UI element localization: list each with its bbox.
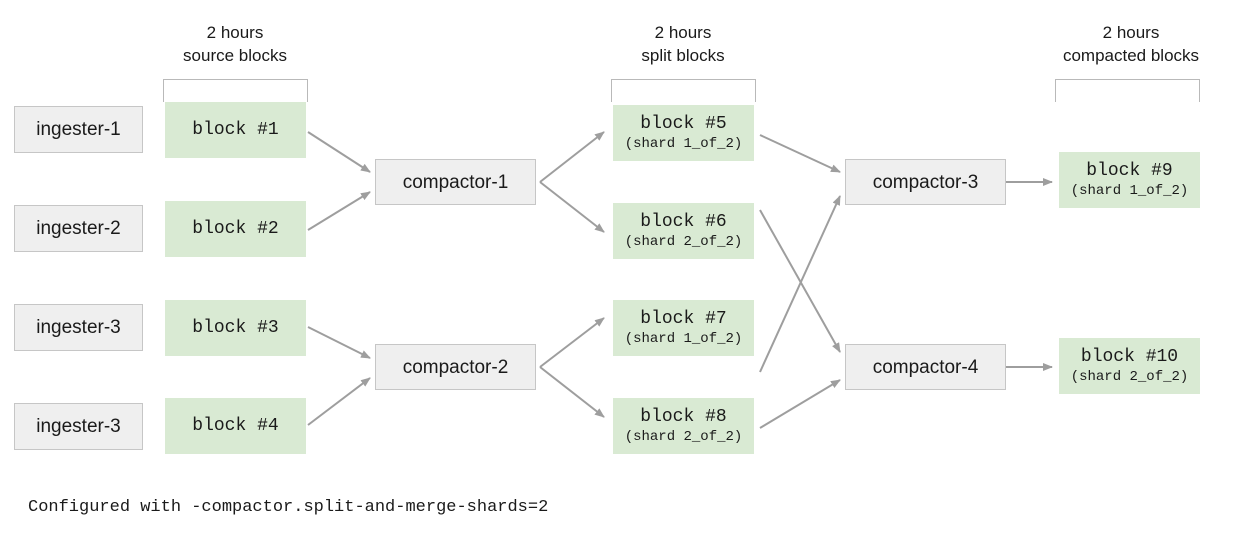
ingester-1-label: ingester-1: [36, 119, 121, 140]
block-5-node[interactable]: block #5 (shard 1_of_2): [613, 105, 754, 161]
diagram-caption: Configured with -compactor.split-and-mer…: [28, 498, 549, 517]
compactor-2-label: compactor-2: [402, 356, 509, 378]
edge-block1-compactor1: [307, 131, 371, 173]
edge-block2-compactor1: [307, 191, 371, 231]
block-6-title: block #6: [640, 212, 727, 233]
ingester-1-node[interactable]: ingester-1: [14, 106, 143, 153]
column-header-source-line1: 2 hours: [206, 23, 264, 42]
block-7-node[interactable]: block #7 (shard 1_of_2): [613, 300, 754, 356]
edge-block3-compactor2: [307, 326, 371, 359]
edge-compactor1-block6: [539, 181, 605, 233]
edge-block4-compactor2: [307, 377, 371, 426]
block-10-title: block #10: [1080, 347, 1179, 368]
block-3-title: block #3: [192, 317, 279, 338]
block-9-shard: (shard 1_of_2): [1070, 182, 1189, 199]
block-3-node[interactable]: block #3: [165, 300, 306, 356]
column-header-split-line2: split blocks: [641, 45, 725, 65]
compactor-3-label: compactor-3: [872, 171, 979, 193]
bracket-source-blocks: [163, 79, 308, 102]
block-9-title: block #9: [1086, 161, 1173, 182]
compactor-1-label: compactor-1: [402, 171, 509, 193]
column-header-source: 2 hours source blocks: [163, 22, 307, 68]
block-7-title: block #7: [640, 309, 727, 330]
edge-block6-compactor4: [759, 209, 841, 353]
block-8-title: block #8: [640, 407, 727, 428]
block-5-shard: (shard 1_of_2): [624, 135, 743, 152]
block-6-shard: (shard 2_of_2): [624, 233, 743, 250]
block-7-shard: (shard 1_of_2): [624, 330, 743, 347]
block-4-node[interactable]: block #4: [165, 398, 306, 454]
edge-block8-compactor4: [759, 379, 841, 429]
block-8-node[interactable]: block #8 (shard 2_of_2): [613, 398, 754, 454]
block-6-node[interactable]: block #6 (shard 2_of_2): [613, 203, 754, 259]
block-1-title: block #1: [192, 119, 279, 140]
edge-compactor2-block7: [539, 317, 605, 368]
block-10-node[interactable]: block #10 (shard 2_of_2): [1059, 338, 1200, 394]
bracket-split-blocks: [611, 79, 756, 102]
bracket-compacted-blocks: [1055, 79, 1200, 102]
ingester-3a-node[interactable]: ingester-3: [14, 304, 143, 351]
compactor-1-node[interactable]: compactor-1: [375, 159, 536, 205]
ingester-2-node[interactable]: ingester-2: [14, 205, 143, 252]
block-8-shard: (shard 2_of_2): [624, 428, 743, 445]
compactor-2-node[interactable]: compactor-2: [375, 344, 536, 390]
ingester-3b-label: ingester-3: [36, 416, 121, 437]
column-header-compacted-line1: 2 hours: [1102, 23, 1160, 42]
block-2-title: block #2: [192, 218, 279, 239]
column-header-split: 2 hours split blocks: [611, 22, 755, 68]
ingester-3b-node[interactable]: ingester-3: [14, 403, 143, 450]
edge-compactor2-block8: [539, 366, 605, 418]
compactor-4-node[interactable]: compactor-4: [845, 344, 1006, 390]
edge-block5-compactor3: [759, 134, 841, 173]
column-header-split-line1: 2 hours: [654, 23, 712, 42]
column-header-compacted: 2 hours compacted blocks: [1041, 22, 1221, 68]
block-2-node[interactable]: block #2: [165, 201, 306, 257]
ingester-3a-label: ingester-3: [36, 317, 121, 338]
block-5-title: block #5: [640, 114, 727, 135]
compactor-3-node[interactable]: compactor-3: [845, 159, 1006, 205]
edge-compactor1-block5: [539, 131, 605, 183]
block-4-title: block #4: [192, 415, 279, 436]
column-header-compacted-line2: compacted blocks: [1062, 45, 1200, 65]
block-9-node[interactable]: block #9 (shard 1_of_2): [1059, 152, 1200, 208]
compactor-4-label: compactor-4: [872, 356, 979, 378]
edge-block7-compactor3: [759, 195, 841, 373]
column-header-source-line2: source blocks: [183, 45, 287, 65]
block-10-shard: (shard 2_of_2): [1070, 368, 1189, 385]
ingester-2-label: ingester-2: [36, 218, 121, 239]
block-1-node[interactable]: block #1: [165, 102, 306, 158]
